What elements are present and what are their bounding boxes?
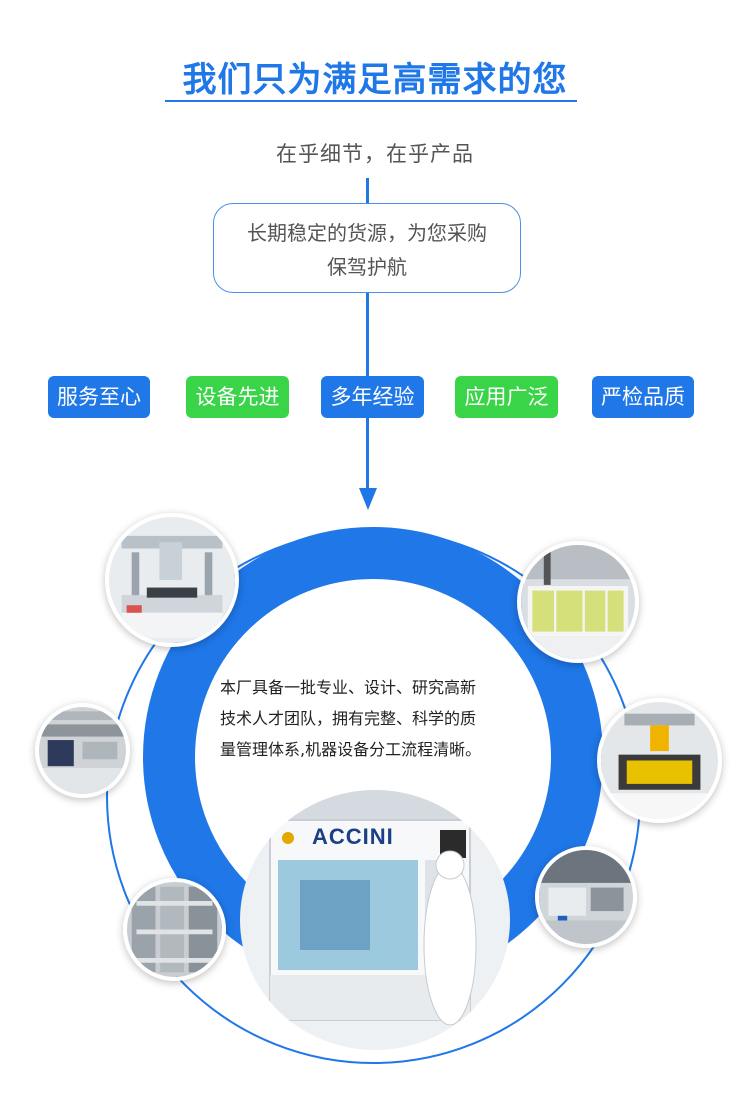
tag-quality: 严检品质	[592, 376, 694, 418]
company-description: 本厂具备一批专业、设计、研究高新 技术人才团队，拥有完整、科学的质 量管理体系,…	[220, 672, 520, 765]
photo-machine-2	[517, 541, 639, 663]
supply-info-box: 长期稳定的货源，为您采购 保驾护航	[213, 203, 521, 293]
tag-application: 应用广泛	[455, 376, 558, 418]
description-line-1: 本厂具备一批专业、设计、研究高新	[220, 678, 477, 697]
photo-machine-5	[535, 846, 637, 948]
photo-machine-4	[597, 698, 722, 823]
description-line-2: 技术人才团队，拥有完整、科学的质	[220, 709, 477, 728]
photo-machine-1	[105, 513, 239, 647]
machine-brand-label: ACCINI	[312, 824, 394, 849]
info-line-1: 长期稳定的货源，为您采购	[247, 221, 487, 245]
tag-equipment: 设备先进	[186, 376, 289, 418]
description-line-3: 量管理体系,机器设备分工流程清晰。	[220, 740, 482, 759]
tag-experience: 多年经验	[321, 376, 424, 418]
page-title: 我们只为满足高需求的您	[182, 60, 568, 100]
info-line-2: 保驾护航	[327, 255, 407, 279]
flow-line	[366, 178, 369, 494]
photo-machine-6	[123, 878, 226, 981]
title-underline	[165, 100, 577, 102]
photo-machine-3	[35, 703, 130, 798]
main-machine-image: ACCINI	[240, 790, 510, 1050]
tag-service: 服务至心	[48, 376, 150, 418]
arrow-down-icon	[359, 488, 377, 510]
page-subtitle: 在乎细节，在乎产品	[276, 142, 474, 166]
